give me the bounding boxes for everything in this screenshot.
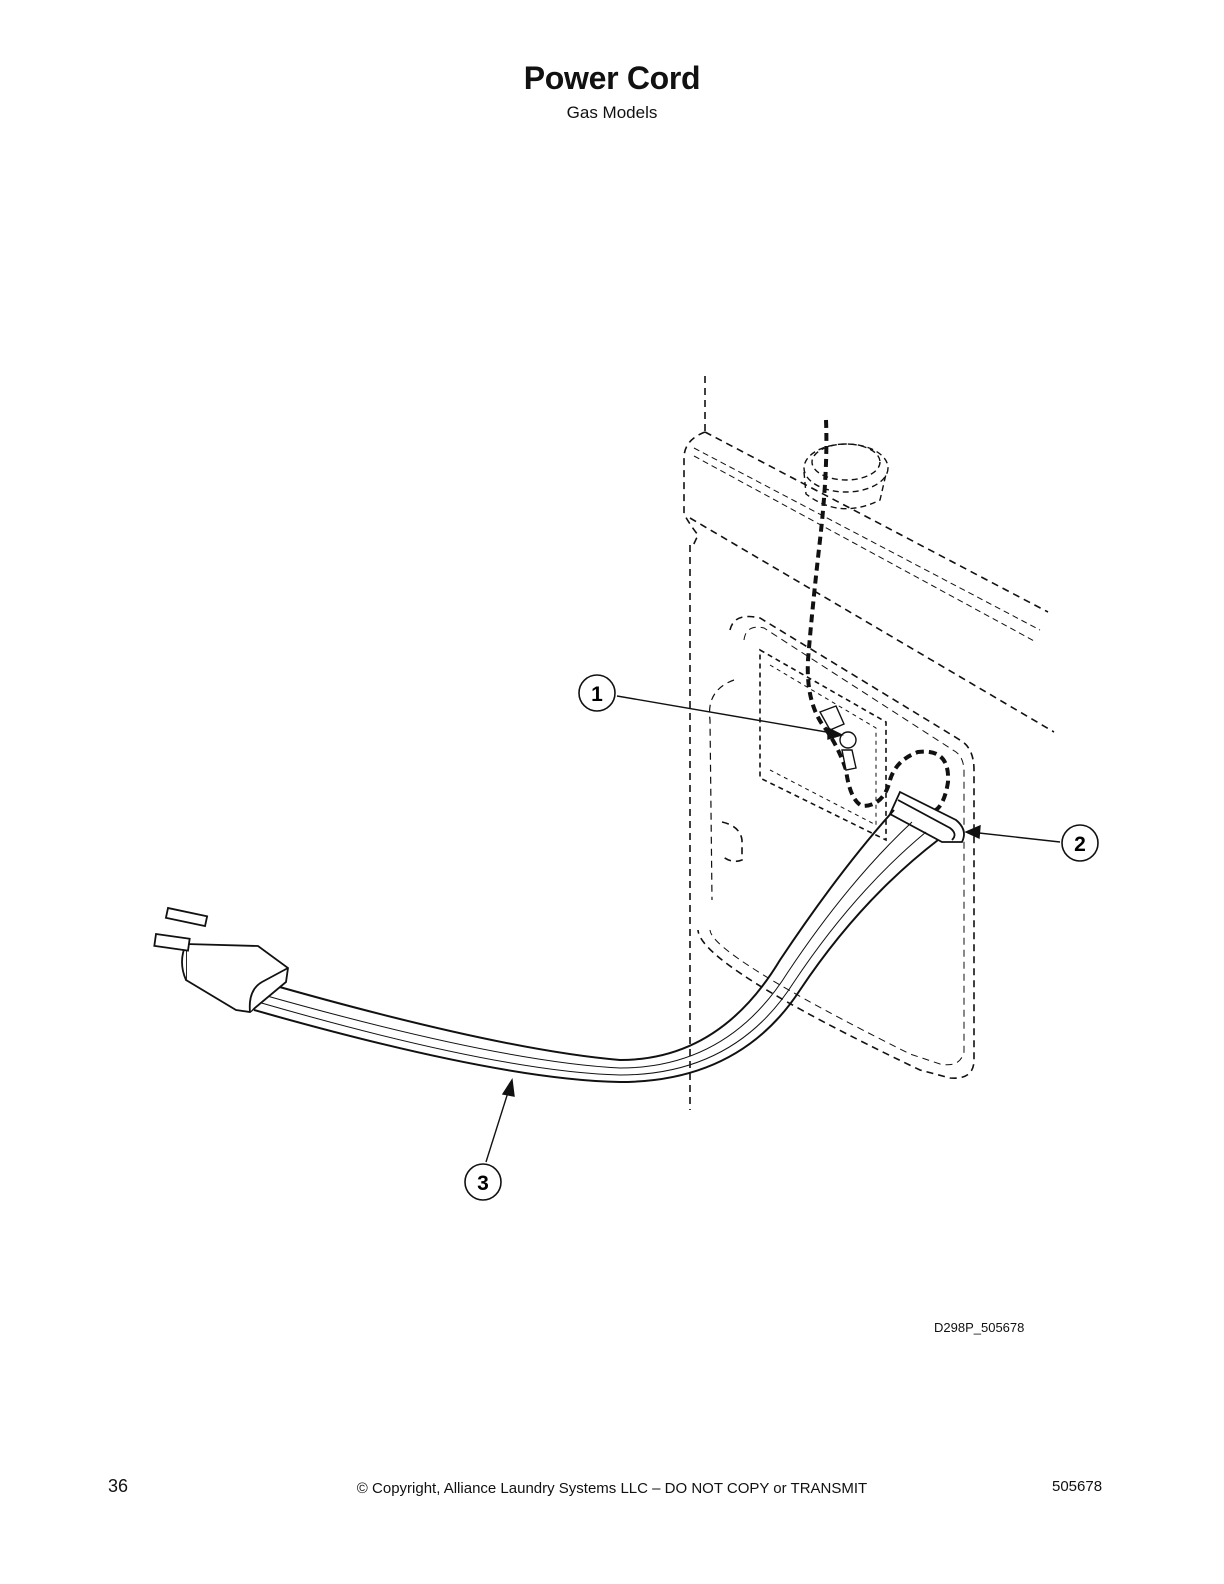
page-number: 36 <box>108 1476 129 1496</box>
plug <box>153 906 289 1013</box>
leader-lines <box>485 695 1061 1163</box>
internal-wire <box>805 419 951 814</box>
power-cord <box>253 809 939 1084</box>
copyright-notice: © Copyright, Alliance Laundry Systems LL… <box>356 1480 868 1497</box>
drawing-id: D298P_505678 <box>934 1320 1025 1335</box>
page-subtitle: Gas Models <box>566 103 658 122</box>
callout-1-label: 1 <box>591 683 603 706</box>
dryer-cabinet-outline <box>683 376 1055 1110</box>
callout-2: 2 <box>1061 824 1099 862</box>
callout-3: 3 <box>464 1163 502 1201</box>
callout-2-label: 2 <box>1074 833 1086 856</box>
callout-1: 1 <box>578 674 616 712</box>
ground-terminal <box>818 705 857 771</box>
callout-3-label: 3 <box>477 1172 489 1195</box>
page-title: Power Cord <box>523 60 701 96</box>
strain-relief <box>888 790 965 843</box>
document-number: 505678 <box>1052 1478 1103 1495</box>
conduit-ring <box>803 443 889 510</box>
